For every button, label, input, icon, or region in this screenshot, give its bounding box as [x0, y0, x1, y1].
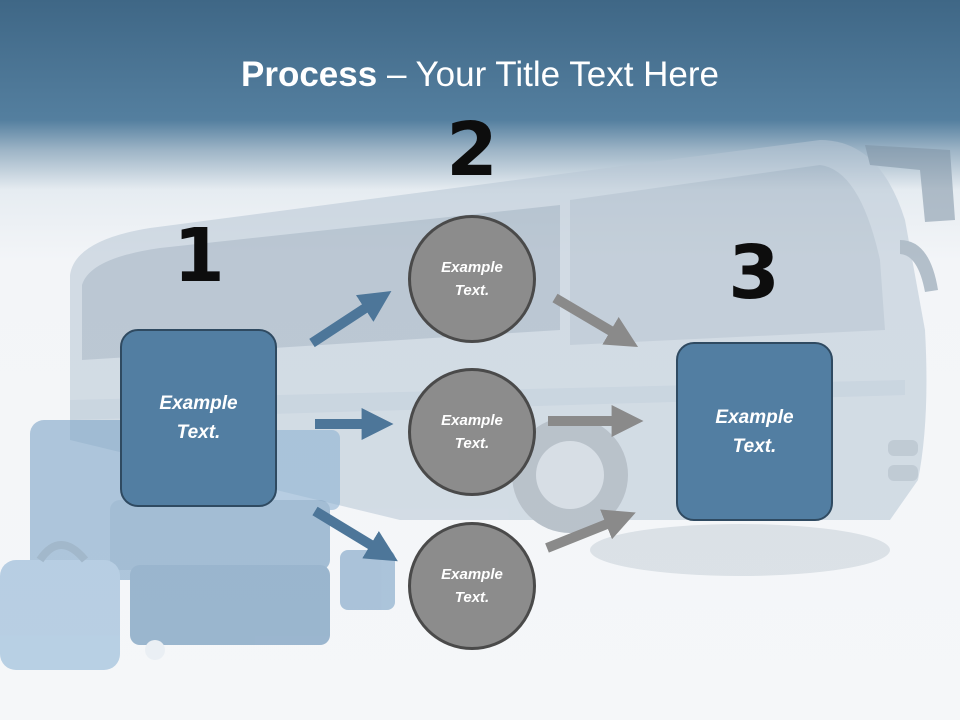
page-title: Process – Your Title Text Here [0, 52, 960, 98]
step-1-box: Example Text. [120, 329, 277, 507]
title-rest: – Your Title Text Here [377, 55, 719, 94]
step-3-box: Example Text. [676, 342, 833, 521]
circle-bottom-text: Example Text. [441, 566, 503, 606]
circle-middle-text: Example Text. [441, 412, 503, 452]
step-2-circle-top: Example Text. [408, 215, 536, 343]
step-2-circle-bottom: Example Text. [408, 522, 536, 650]
step-number-1: 1 [173, 213, 225, 299]
circle-top-text: Example Text. [441, 259, 503, 299]
step-2-circle-middle: Example Text. [408, 368, 536, 496]
step-number-2: 2 [446, 107, 498, 193]
title-bold: Process [241, 55, 378, 94]
step-1-box-text: Example Text. [159, 393, 238, 443]
step-number-3: 3 [728, 230, 780, 316]
step-3-box-text: Example Text. [715, 406, 794, 457]
